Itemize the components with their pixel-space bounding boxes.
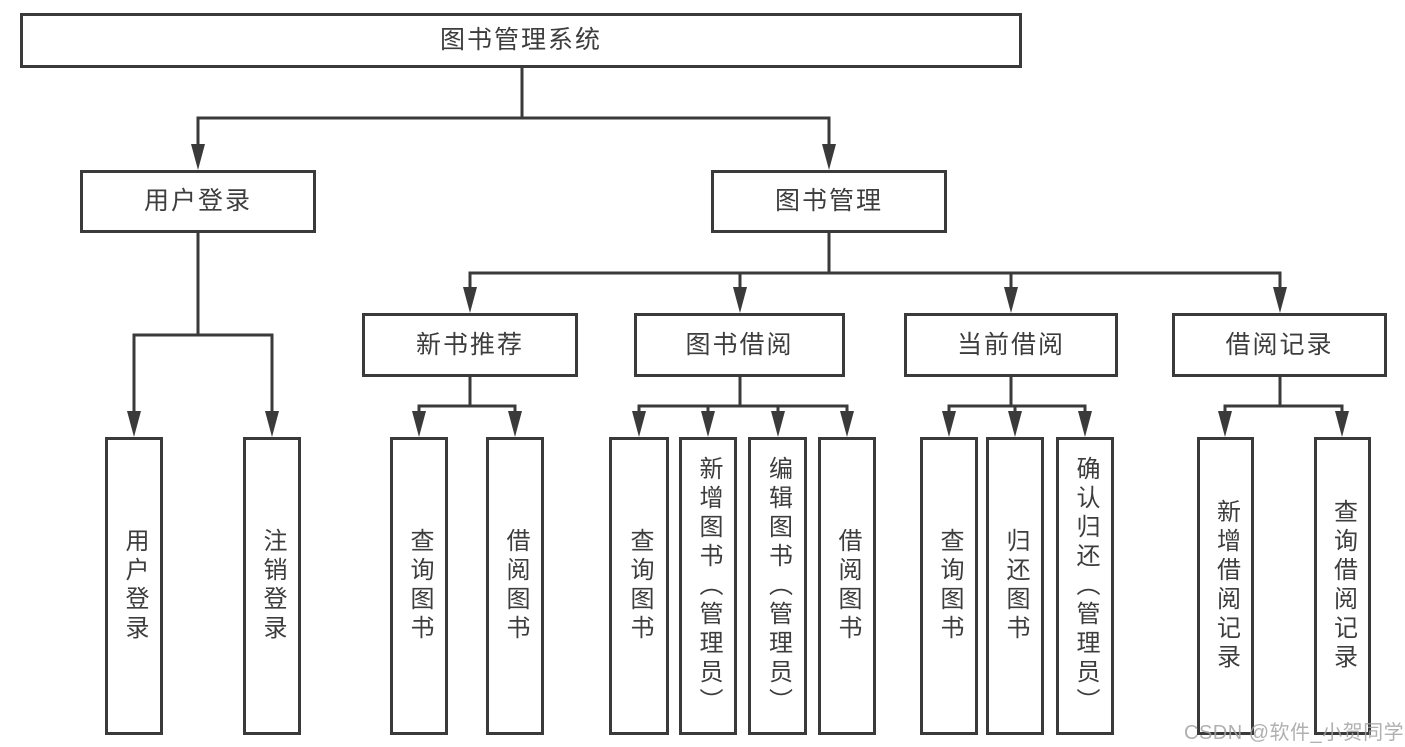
- connector-user-login-children: [127, 233, 279, 437]
- node-borrowing-records: 借阅记录: [1172, 313, 1387, 377]
- leaf-user-login: 用户登录: [105, 437, 163, 735]
- leaf-query-books-borrowing: 查询图书: [609, 437, 669, 735]
- connector-book-borrowing-children: [632, 377, 854, 437]
- connector-borrowing-records-children: [1218, 377, 1349, 437]
- node-library-system: 图书管理系统: [20, 13, 1022, 68]
- leaf-edit-books-admin: 编辑图书（管理员）: [748, 437, 807, 735]
- node-book-borrowing: 图书借阅: [634, 313, 845, 377]
- leaf-query-borrow-record: 查询借阅记录: [1314, 437, 1371, 735]
- connector-current-borrowing-children: [942, 377, 1092, 437]
- connector-root-to-level2: [191, 68, 836, 170]
- leaf-add-books-admin: 新增图书（管理员）: [679, 437, 737, 735]
- node-book-management: 图书管理: [711, 170, 947, 233]
- leaf-confirm-return-admin: 确认归还（管理员）: [1056, 437, 1114, 735]
- leaf-borrow-books-recommend: 借阅图书: [486, 437, 544, 735]
- node-new-book-recommend: 新书推荐: [362, 313, 578, 377]
- leaf-add-borrow-record: 新增借阅记录: [1197, 437, 1254, 735]
- leaf-borrow-books: 借阅图书: [818, 437, 876, 735]
- leaf-query-books-recommend: 查询图书: [390, 437, 448, 735]
- node-current-borrowing: 当前借阅: [904, 313, 1118, 377]
- connector-book-management-children: [463, 233, 1287, 313]
- connector-new-book-children: [412, 377, 522, 437]
- node-user-login: 用户登录: [80, 170, 316, 233]
- watermark-text: CSDN @软件_小贺同学: [1184, 722, 1405, 744]
- leaf-logout: 注销登录: [243, 437, 301, 735]
- leaf-return-books: 归还图书: [986, 437, 1044, 735]
- leaf-query-books-current: 查询图书: [920, 437, 978, 735]
